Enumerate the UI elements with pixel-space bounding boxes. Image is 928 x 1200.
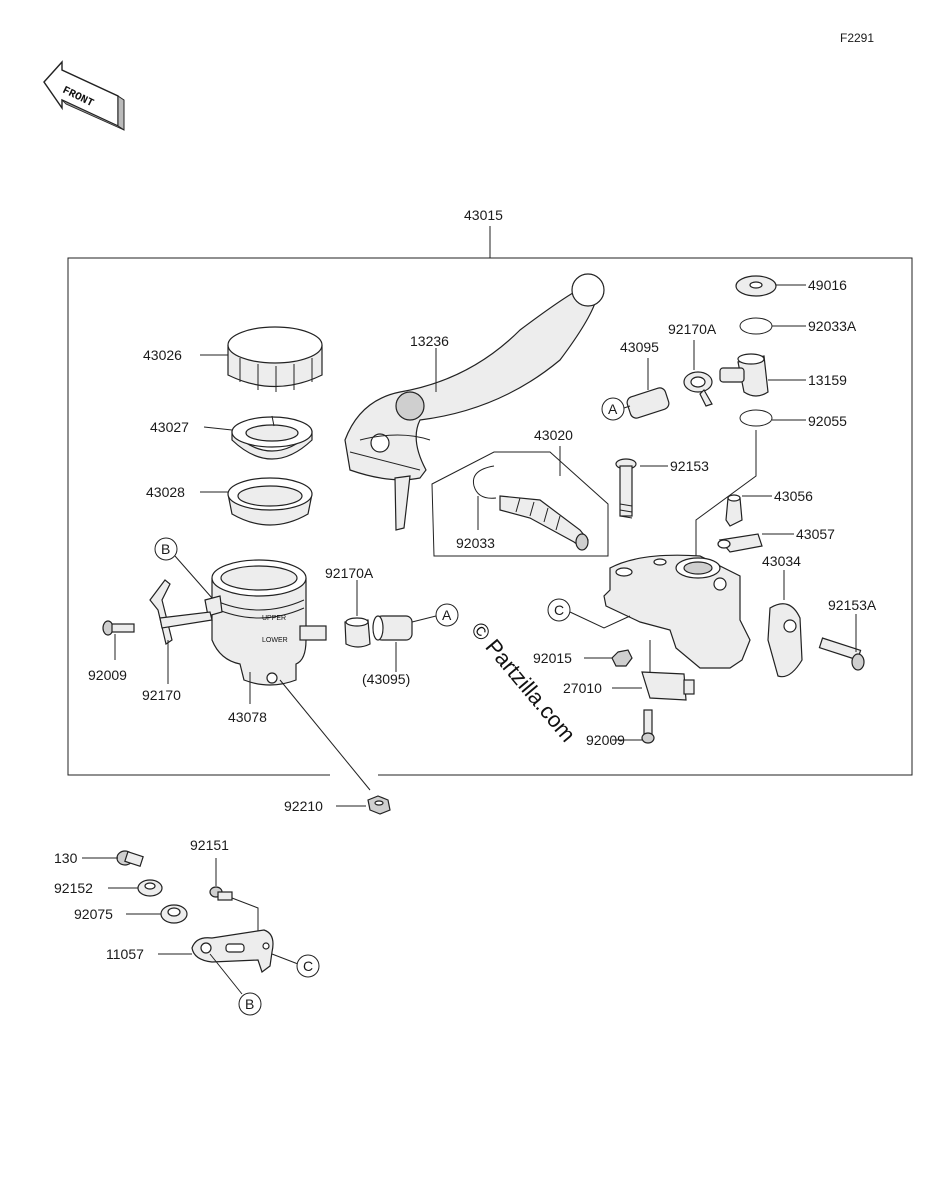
part-label-43095-mid: (43095) bbox=[362, 671, 410, 687]
diaphragm-plate bbox=[231, 415, 313, 460]
ref-c-low: C bbox=[303, 958, 313, 974]
front-arrow-icon: FRONT bbox=[43, 60, 125, 131]
ref-b-top: B bbox=[161, 541, 170, 557]
pivot-bolt bbox=[615, 458, 637, 519]
part-label-49016: 49016 bbox=[808, 277, 847, 293]
part-label-43057: 43057 bbox=[796, 526, 835, 542]
part-label-92210: 92210 bbox=[284, 798, 323, 814]
part-label-92055: 92055 bbox=[808, 413, 847, 429]
holder-bolt bbox=[818, 637, 865, 671]
assembly-frame bbox=[67, 257, 913, 776]
part-label-43026: 43026 bbox=[143, 347, 182, 363]
ref-circle-c-mid bbox=[547, 598, 571, 622]
part-label-92015: 92015 bbox=[533, 650, 572, 666]
ref-c-mid: C bbox=[554, 602, 564, 618]
ref-circle-b-low bbox=[238, 992, 262, 1016]
ref-a-top: A bbox=[608, 401, 618, 417]
lower-screw bbox=[209, 886, 233, 901]
circlip-large bbox=[472, 465, 497, 499]
part-label-43095-top: 43095 bbox=[620, 339, 659, 355]
part-label-92170: 92170 bbox=[142, 687, 181, 703]
reservoir-upper-mark: UPPER bbox=[262, 615, 286, 622]
piston-assembly bbox=[499, 495, 589, 551]
part-label-43015: 43015 bbox=[464, 207, 503, 223]
part-label-92009-lower: 92009 bbox=[586, 732, 625, 748]
hose-clamp bbox=[344, 617, 371, 648]
part-label-11057: 11057 bbox=[106, 946, 144, 962]
reservoir-tank: UPPER LOWER bbox=[204, 559, 327, 686]
diagram-code: F2291 bbox=[840, 31, 874, 45]
switch-screw bbox=[641, 709, 655, 744]
reservoir-hose bbox=[372, 615, 413, 641]
flange-nut bbox=[367, 795, 391, 815]
master-cylinder-body bbox=[603, 554, 751, 669]
part-label-92033A: 92033A bbox=[808, 318, 857, 334]
part-label-43020: 43020 bbox=[534, 427, 573, 443]
part-label-92151: 92151 bbox=[190, 837, 229, 853]
diaphragm bbox=[227, 477, 313, 526]
bleeder-cap bbox=[717, 533, 763, 553]
ref-circle-a-mid bbox=[435, 603, 459, 627]
part-label-43027: 43027 bbox=[150, 419, 189, 435]
bracket-screw bbox=[102, 620, 135, 636]
grommet bbox=[160, 904, 188, 924]
reservoir-cap bbox=[227, 326, 323, 392]
ref-circle-c-low bbox=[296, 954, 320, 978]
part-label-43056: 43056 bbox=[774, 488, 813, 504]
part-label-92153: 92153 bbox=[670, 458, 709, 474]
part-label-43028: 43028 bbox=[146, 484, 185, 500]
part-label-13159: 13159 bbox=[808, 372, 847, 388]
reservoir-bracket bbox=[149, 579, 213, 645]
brake-switch bbox=[641, 671, 695, 701]
part-label-92170A-top: 92170A bbox=[668, 321, 717, 337]
part-label-13236: 13236 bbox=[410, 333, 449, 349]
washer bbox=[735, 275, 777, 297]
part-label-130: 130 bbox=[54, 850, 78, 866]
part-label-43078: 43078 bbox=[228, 709, 267, 725]
circlip-small bbox=[739, 317, 773, 335]
nut bbox=[611, 649, 633, 667]
handlebar-holder bbox=[767, 603, 803, 678]
mounting-bracket bbox=[191, 929, 274, 973]
bracket-bolt bbox=[116, 850, 144, 867]
part-label-92170A-mid: 92170A bbox=[325, 565, 374, 581]
ref-circle-b bbox=[154, 537, 178, 561]
part-label-92153A: 92153A bbox=[828, 597, 877, 613]
collar bbox=[137, 879, 163, 897]
o-ring bbox=[739, 409, 773, 427]
upper-hose bbox=[626, 387, 670, 419]
hose-fitting bbox=[719, 353, 769, 397]
bleeder-valve bbox=[725, 494, 743, 527]
part-label-92152: 92152 bbox=[54, 880, 93, 896]
ref-circle-a-top bbox=[601, 397, 625, 421]
part-label-27010: 27010 bbox=[563, 680, 602, 696]
part-label-92075: 92075 bbox=[74, 906, 113, 922]
part-label-43034: 43034 bbox=[762, 553, 801, 569]
ref-a-mid: A bbox=[442, 607, 452, 623]
part-label-92033: 92033 bbox=[456, 535, 495, 551]
part-label-92009: 92009 bbox=[88, 667, 127, 683]
upper-hose-clamp bbox=[683, 371, 713, 407]
piston-kit-box bbox=[431, 451, 609, 557]
reservoir-lower-mark: LOWER bbox=[262, 637, 288, 644]
brake-lever bbox=[344, 273, 605, 531]
ref-b-low: B bbox=[245, 996, 254, 1012]
